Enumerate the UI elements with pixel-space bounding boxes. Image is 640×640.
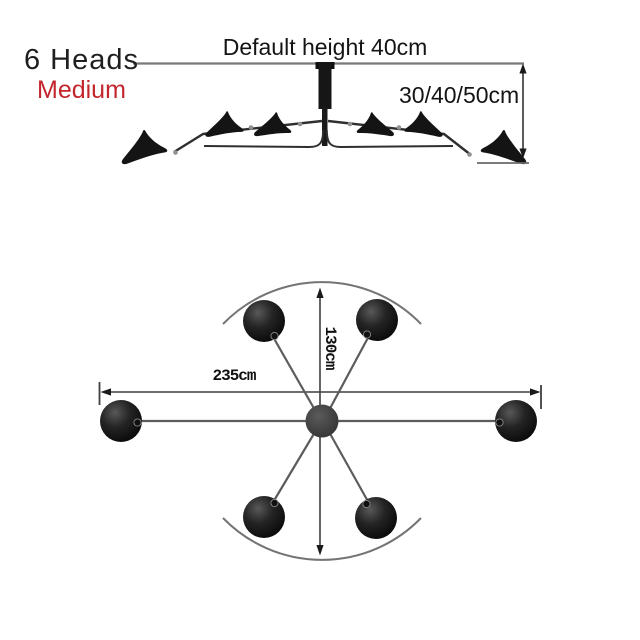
- head-upper-left: [243, 300, 285, 342]
- lamp-top-view-diagram: [98, 281, 542, 561]
- depth-dimension-label: 130cm: [320, 326, 339, 370]
- arrow-down-icon: [519, 148, 527, 159]
- arrow-up-icon: [316, 287, 324, 298]
- lamp-shade-far-left: [116, 126, 169, 165]
- heads-count-label: 6 Heads: [24, 44, 140, 76]
- arrow-left-icon: [100, 388, 111, 396]
- head-connectors: [133, 330, 504, 509]
- lamp-shade-left-mid: [203, 110, 244, 138]
- arrow-right-icon: [530, 388, 541, 396]
- drop-height-options-label: 30/40/50cm: [399, 82, 520, 108]
- lamp-arm-right-elbow: [325, 129, 454, 149]
- arrow-up-icon: [519, 63, 527, 74]
- head-lower-right: [355, 497, 397, 539]
- default-height-label: Default height 40cm: [222, 34, 428, 60]
- arrow-down-icon: [316, 545, 324, 556]
- size-variant-label: Medium: [37, 76, 126, 104]
- height-dimension-line: [477, 63, 529, 164]
- lamp-arm-left-elbow: [203, 129, 325, 149]
- width-dimension-label: 235cm: [212, 367, 256, 385]
- top-view-arms: [141, 333, 497, 506]
- head-left: [100, 400, 142, 442]
- top-view-hub: [305, 404, 339, 438]
- head-upper-right: [356, 299, 398, 341]
- head-right: [495, 400, 537, 442]
- arm-swivel-knobs: [173, 121, 472, 157]
- lamp-pole: [315, 62, 335, 146]
- coverage-arc-bottom: [222, 517, 422, 561]
- head-lower-left: [243, 496, 285, 538]
- lamp-side-view-illustration: [116, 62, 532, 165]
- lamp-shade-right-mid: [404, 110, 445, 138]
- coverage-arc-top: [222, 281, 422, 325]
- lamp-shade-far-right: [479, 126, 532, 165]
